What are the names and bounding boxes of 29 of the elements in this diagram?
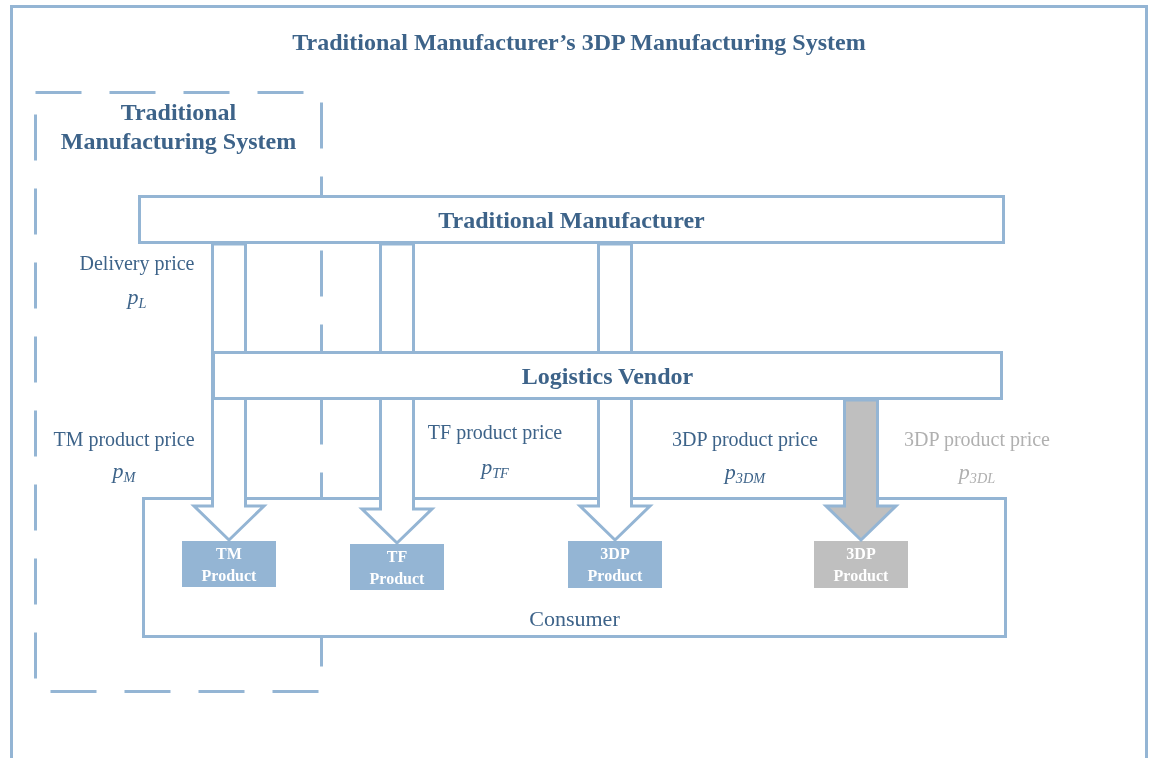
entity-box [212,351,1003,400]
product-label: 3DP Product [586,544,644,586]
entity-box [138,195,1005,244]
price-symbol: p$_{3DL}$ [958,459,996,487]
block-arrow [358,242,436,546]
block-arrow [822,398,900,543]
product-box [568,541,662,588]
product-label: TF Product [368,547,426,589]
price-label: TM product price [53,428,195,451]
product-box [182,541,276,587]
price-label: TF product price [427,421,563,444]
price-symbol: p$_{3DM}$ [724,459,766,487]
block-arrow [190,242,268,543]
entity-name: Logistics Vendor [520,362,695,391]
price-symbol: p$_{L}$ [127,284,147,312]
price-symbol: p$_{M}$ [112,458,136,486]
price-label: Delivery price [79,252,195,275]
block-arrow [576,242,654,543]
entity-name: Traditional Manufacturer [437,206,706,235]
frame-heading: Traditional Manufacturer’s 3DP Manufacturing System [291,28,867,57]
consumer-box [142,497,1007,638]
product-label: 3DP Product [832,544,890,586]
product-label: TM Product [200,544,258,586]
product-box [350,544,444,590]
consumer-label: Consumer [528,606,621,633]
price-label: 3DP product price [672,428,818,451]
price-label: 3DP product price [904,428,1050,451]
product-box [814,541,908,588]
price-symbol: p$_{TF}$ [481,454,509,482]
